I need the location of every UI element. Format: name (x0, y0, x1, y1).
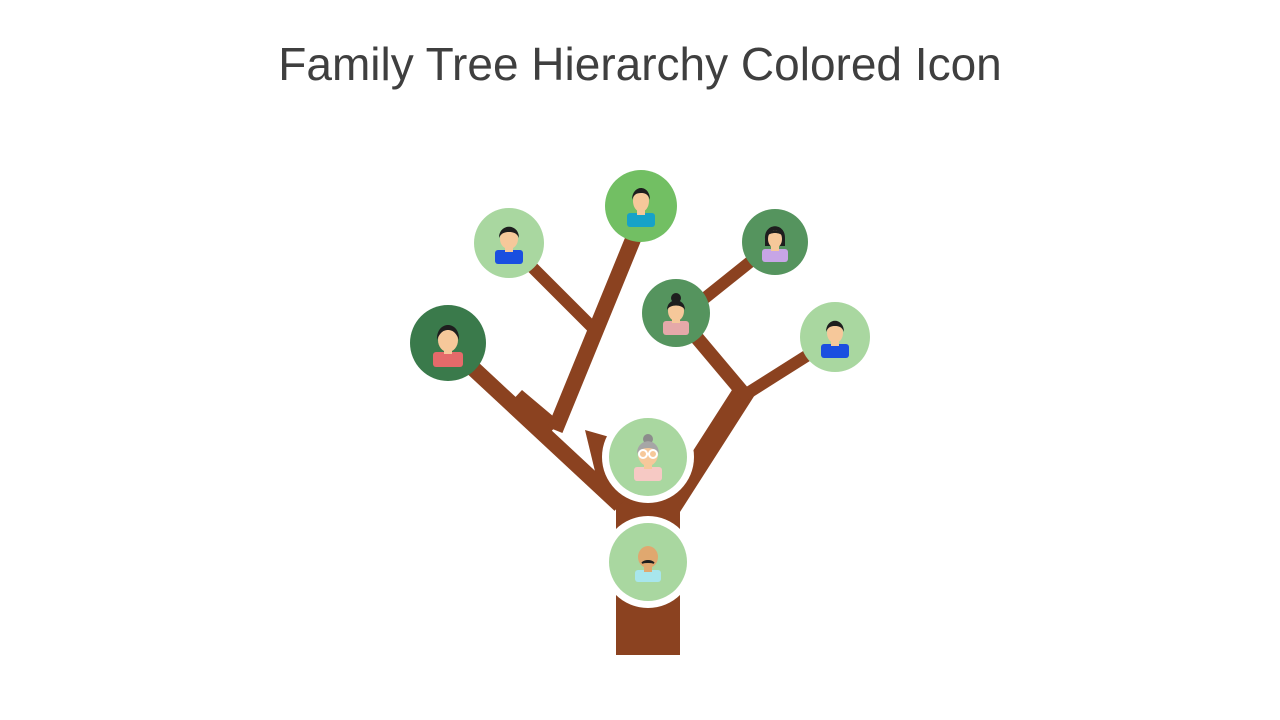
member-circle-middle-right (642, 279, 710, 347)
woman-avatar-icon (663, 293, 689, 335)
member-circle-far-right (800, 302, 870, 372)
woman-avatar-icon (762, 226, 788, 262)
member-circle-grandmother (609, 418, 687, 496)
member-circle-upper-left (474, 208, 544, 278)
man-avatar-icon (627, 188, 655, 227)
member-circle-grandfather (609, 523, 687, 601)
grandfather-avatar-icon (635, 546, 661, 582)
grandmother-avatar-icon (634, 434, 662, 481)
man-avatar-icon (495, 226, 523, 264)
member-circle-top (605, 170, 677, 242)
man-avatar-icon (821, 320, 849, 358)
member-circle-upper-right (742, 209, 808, 275)
slide-title: Family Tree Hierarchy Colored Icon (278, 38, 1002, 90)
member-circle-left (410, 305, 486, 381)
woman-avatar-icon (433, 325, 463, 367)
